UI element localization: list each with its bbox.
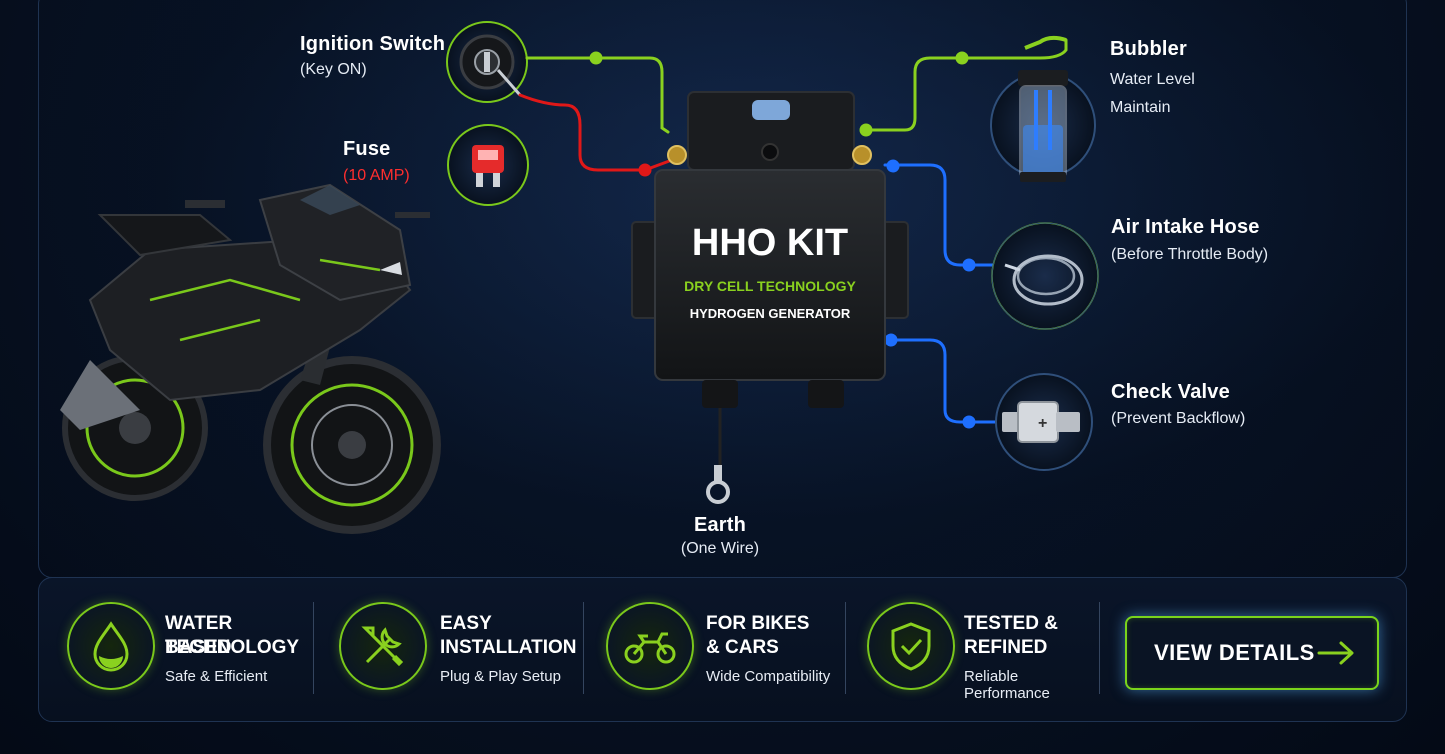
tools-icon [339,602,427,690]
feature-title-1: FOR BIKES [706,613,810,634]
divider [583,602,584,694]
feature-sub: Reliable Performance [964,668,1050,702]
divider [845,602,846,694]
air-intake-line [883,159,1005,272]
feature-water-based: WATER BASED TECHNOLOGY Safe & Efficient [67,600,302,696]
ignition-wire [525,51,670,134]
check-valve-image: + [995,373,1093,471]
divider [313,602,314,694]
kit-title: HHO KIT [691,222,849,264]
feature-title-2: & CARS [706,637,779,658]
view-details-button[interactable]: VIEW DETAILS [1125,616,1379,690]
earth-title: Earth [693,514,747,536]
ignition-switch-title: Ignition Switch [300,33,446,55]
divider [1099,602,1100,694]
bubbler-line [859,38,1068,137]
fuse-title: Fuse [343,138,391,160]
bubbler-line1: Water Level [1110,71,1195,88]
view-details-label: VIEW DETAILS [1154,640,1315,665]
shield-check-icon [867,602,955,690]
feature-sub: Plug & Play Setup [440,668,561,685]
feature-bikes-cars: FOR BIKES & CARS Wide Compatibility [606,600,841,696]
feature-title-2: INSTALLATION [440,637,577,658]
kit-caption: HYDROGEN GENERATOR [689,306,851,321]
air-intake-hose-image [991,222,1099,330]
motorcycle-illustration [60,183,441,534]
check-valve-title: Check Valve [1111,381,1230,403]
fuse-sub: (10 AMP) [343,167,410,184]
svg-text:+: + [1038,415,1047,432]
feature-title-1: WATER BASED [165,613,233,658]
water-drop-icon [67,602,155,690]
bubbler-title: Bubbler [1110,38,1187,60]
bubbler-image [990,35,1096,182]
fuse-wire [518,93,674,177]
feature-sub: Wide Compatibility [706,668,831,685]
air-intake-title: Air Intake Hose [1111,216,1260,238]
air-intake-sub: (Before Throttle Body) [1111,246,1269,263]
ignition-switch-sub: (Key ON) [300,61,367,78]
wiring-diagram: + [60,21,1099,534]
earth-sub: (One Wire) [680,540,760,557]
check-valve-line [883,333,1005,429]
feature-sub: Safe & Efficient [165,668,268,685]
feature-easy-installation: EASY INSTALLATION Plug & Play Setup [339,600,577,696]
feature-title-2: TECHNOLOGY [165,637,300,658]
check-valve-sub: (Prevent Backflow) [1111,410,1246,427]
hho-kit-box [631,91,909,504]
motorcycle-icon [606,602,694,690]
feature-tested-refined: TESTED & REFINED Reliable Performance [867,600,1092,702]
arrow-right-icon [1317,641,1354,665]
feature-title-1: EASY [440,613,492,634]
bubbler-line2: Maintain [1110,99,1171,116]
kit-subtitle: DRY CELL TECHNOLOGY [684,278,856,294]
feature-title-1: TESTED & [964,613,1058,634]
feature-title-2: REFINED [964,637,1048,658]
fuse-image [447,124,529,206]
ignition-switch-image [446,21,528,103]
